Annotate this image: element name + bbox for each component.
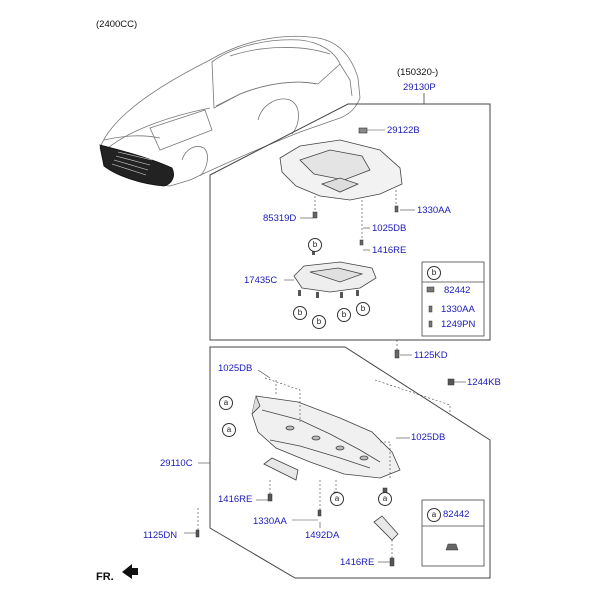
front-direction-label: FR. [96,571,114,583]
callout-a: a [222,423,236,437]
legend-1249pn: 1249PN [441,319,476,330]
part-1492da-label: 1492DA [305,530,340,541]
callout-b: b [356,302,370,316]
part-1416re-upper-label: 1416RE [372,245,407,256]
callout-a: a [219,396,233,410]
legend-82442-lower: 82442 [443,509,470,520]
clip-29122b [358,127,385,134]
part-1330aa-upper-label: 1330AA [417,205,451,216]
part-1416re-lower-left-label: 1416RE [218,494,253,505]
callout-a: a [378,492,392,506]
car-illustration [99,35,361,187]
part-1025db-lower-right-label: 1025DB [411,432,446,443]
plate-17435c [293,261,377,293]
part-85319d-label: 85319D [263,213,297,224]
upper-cover-29130p [279,139,403,201]
car-grille [111,151,153,176]
part-1125kd-label: 1125KD [414,350,448,361]
part-1330aa-lower-label: 1330AA [253,516,287,527]
callout-a: a [330,492,344,506]
upper-bolts [312,205,400,359]
callout-b: b [312,315,326,329]
part-29110c-label: 29110C [160,458,193,469]
lower-group-frame [209,346,491,579]
lower-cover-29110c [251,395,401,479]
part-29130p-label: 29130P [403,82,436,93]
callout-b: b [293,306,307,320]
lower-brackets [263,457,399,541]
part-29122b-label: 29122B [387,125,420,136]
part-17435c-label: 17435C [244,275,278,286]
date-code-label: (150320-) [397,67,439,78]
front-direction-arrow [122,564,138,579]
part-1416re-lower-bottom-label: 1416RE [340,557,375,568]
car-undercover-highlight [99,144,174,187]
upper-legend-icons [426,286,435,328]
callout-b: b [337,308,351,322]
part-1125dn-label: 1125DN [143,530,178,541]
legend-callout-a: a [427,508,441,522]
part-1244kb-label: 1244KB [467,377,501,388]
callout-b: b [308,238,322,252]
legend-callout-b: b [427,266,441,280]
lower-legend-clip-icon [445,543,459,551]
upper-group-frame [209,103,491,341]
legend-1330aa: 1330AA [441,304,475,315]
legend-82442-upper: 82442 [444,285,471,296]
plate-fasteners [298,250,359,298]
part-1025db-upper-label: 1025DB [372,223,407,234]
engine-label: (2400CC) [96,19,138,30]
part-1025db-lower-left-label: 1025DB [218,363,253,374]
